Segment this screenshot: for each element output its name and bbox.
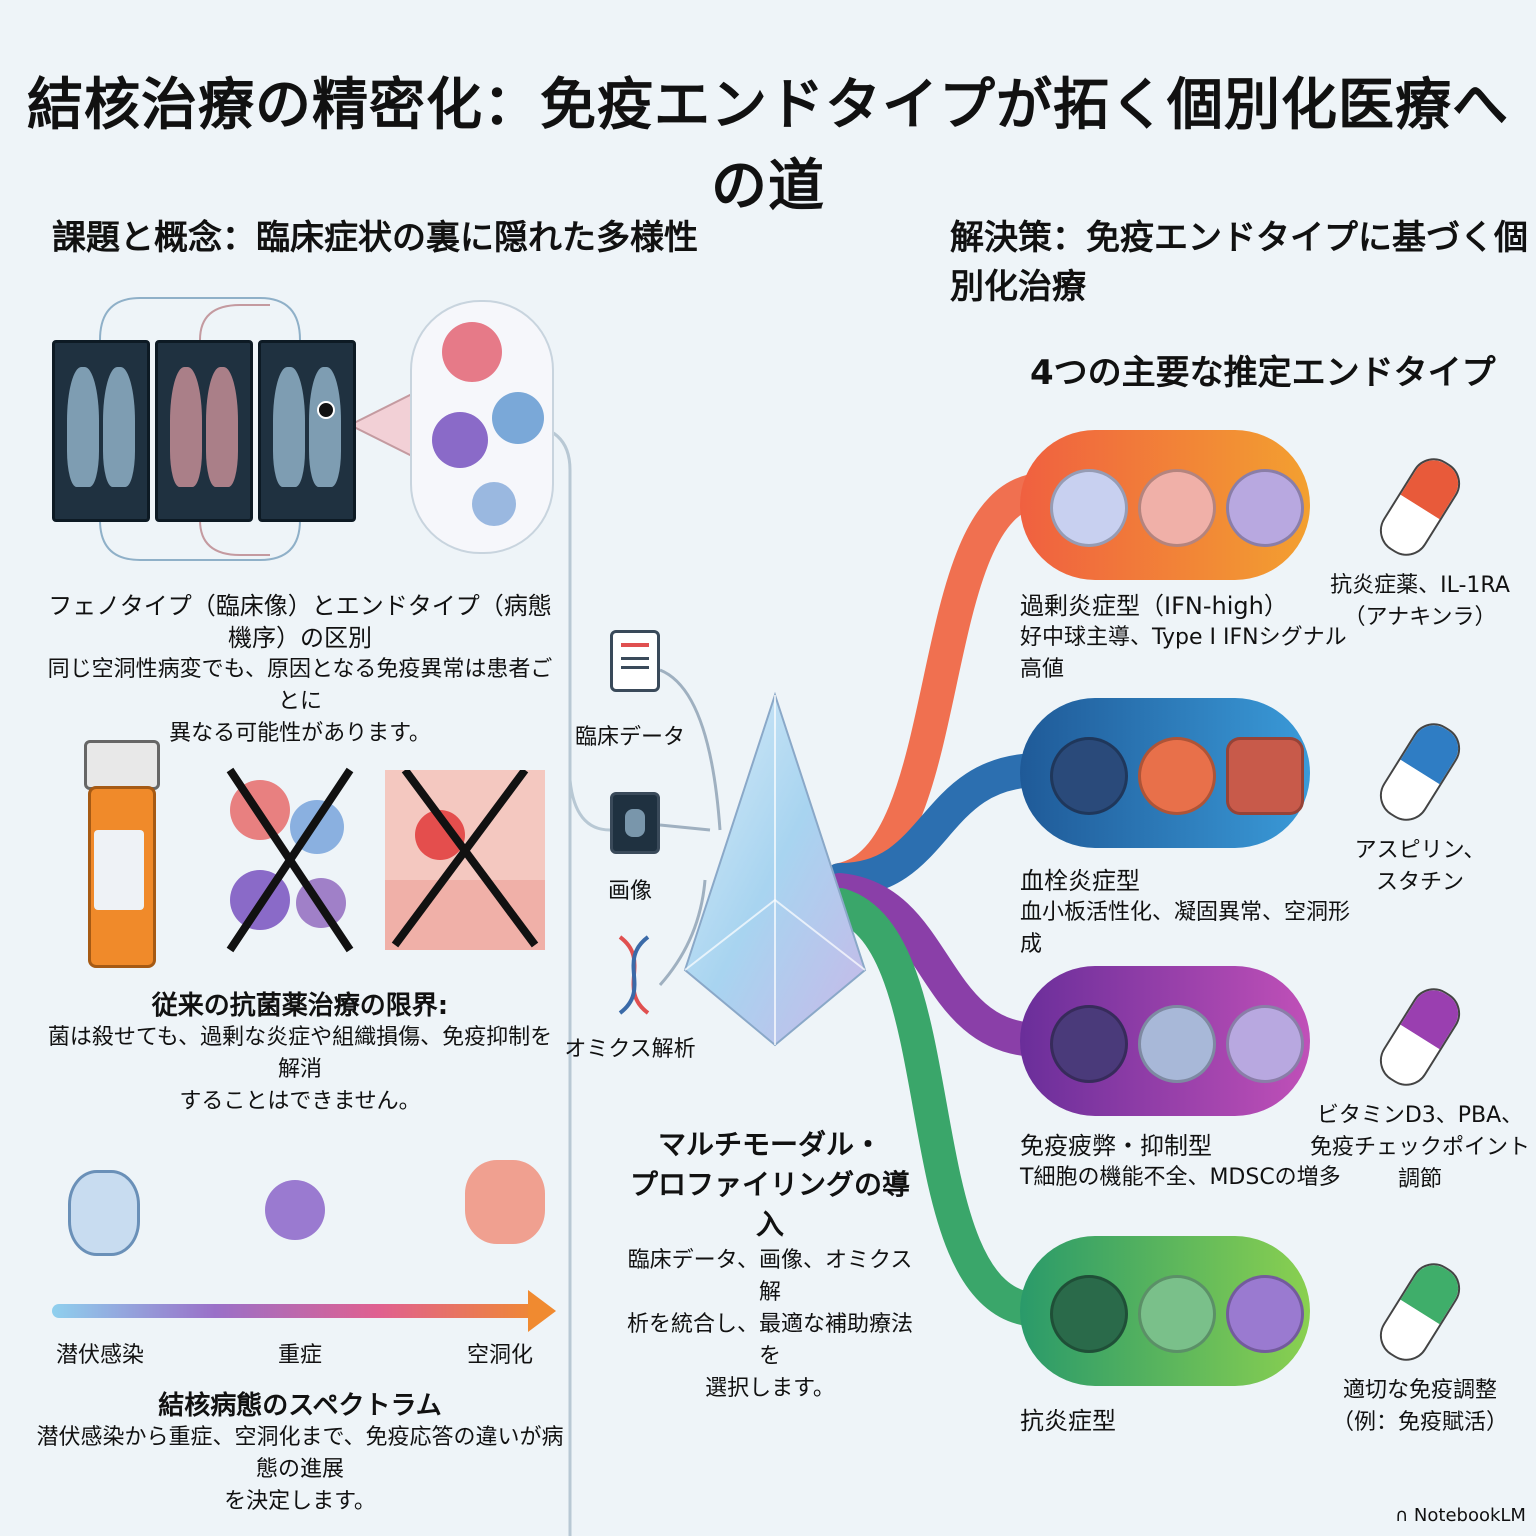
endotype-1-name: 過剰炎症型（IFN-high） xyxy=(1020,592,1288,620)
medicine-bottle-icon xyxy=(82,740,160,970)
multimodal-heading-2: プロファイリングの導入 xyxy=(629,1168,910,1241)
page-title: 結核治療の精密化：免疫エンドタイプが拓く個別化医療への道 xyxy=(27,73,1509,219)
prism-icon xyxy=(683,691,867,1047)
imaging-label: 画像 xyxy=(607,879,652,904)
drug-3-line-2: 免疫チェックポイント xyxy=(1310,1135,1531,1160)
endotype-4-text: 抗炎症型 xyxy=(1020,1405,1350,1437)
multimodal-line-3: 選択します。 xyxy=(705,1376,835,1401)
multimodal-heading-1: マルチモーダル・ xyxy=(657,1128,882,1161)
endotype-lane-anti-inflammatory xyxy=(1020,1236,1310,1386)
clinical-data-label: 臨床データ xyxy=(574,725,685,750)
drug-3-line-3: 調節 xyxy=(1397,1167,1442,1192)
drug-2-text: アスピリン、 スタチン xyxy=(1320,835,1520,899)
endotype-1-text: 過剰炎症型（IFN-high） 好中球主導、Type I IFNシグナル高値 xyxy=(1020,590,1350,686)
crossed-cells-illustration xyxy=(210,760,360,960)
right-section-header: 解決策：免疫エンドタイプに基づく個別化治療 xyxy=(950,218,1528,307)
endotype-1-desc: 好中球主導、Type I IFNシグナル高値 xyxy=(1020,625,1347,682)
drug-1-line-1: 抗炎症薬、IL-1RA xyxy=(1330,573,1510,598)
antibiotic-block: 従来の抗菌薬治療の限界: 菌は殺せても、過剰な炎症や組織損傷、免疫抑制を解消 す… xyxy=(40,985,560,1118)
imaging-icon xyxy=(610,792,660,854)
notebooklm-logo: ∩ NotebookLM xyxy=(1395,1505,1526,1526)
magnified-cells-illustration xyxy=(410,300,554,554)
multimodal-line-1: 臨床データ、画像、オミクス解 xyxy=(627,1248,913,1305)
phenotype-line-1: 同じ空洞性病変でも、原因となる免疫異常は患者ごとに xyxy=(47,657,553,714)
spectrum-line-2: を決定します。 xyxy=(224,1489,376,1514)
stage-label-cavitation: 空洞化 xyxy=(466,1343,533,1368)
stage-label-latent: 潜伏感染 xyxy=(55,1343,144,1368)
endotype-3-name: 免疫疲弊・抑制型 xyxy=(1020,1132,1212,1160)
notebooklm-logo-text: NotebookLM xyxy=(1413,1505,1526,1526)
crossed-tissue-illustration xyxy=(385,770,545,950)
severe-cell-icon xyxy=(265,1180,325,1240)
multimodal-line-2: 析を統合し、最適な補助療法を xyxy=(626,1312,913,1369)
spectrum-line-1: 潜伏感染から重症、空洞化まで、免疫応答の違いが病態の進展 xyxy=(36,1425,564,1482)
endotype-lane-immune-exhaustion xyxy=(1020,966,1310,1116)
drug-4-line-2: （例：免疫賦活） xyxy=(1331,1410,1508,1435)
xray-image-3 xyxy=(258,340,356,522)
latent-cell-icon xyxy=(68,1170,140,1256)
drug-2-line-1: アスピリン、 xyxy=(1354,838,1486,863)
endotype-3-text: 免疫疲弊・抑制型 T細胞の機能不全、MDSCの増多 xyxy=(1020,1130,1350,1194)
endotype-2-name: 血栓炎症型 xyxy=(1020,867,1140,895)
phenotype-line-2: 異なる可能性があります。 xyxy=(169,721,431,746)
clinical-data-icon xyxy=(610,630,660,692)
antibiotic-heading: 従来の抗菌薬治療の限界: xyxy=(151,991,449,1021)
drug-2-line-2: スタチン xyxy=(1375,870,1464,895)
endotype-2-desc: 血小板活性化、凝固異常、空洞形成 xyxy=(1020,900,1351,957)
drug-1-text: 抗炎症薬、IL-1RA （アナキンラ） xyxy=(1320,570,1520,634)
antibiotic-line-2: することはできません。 xyxy=(179,1089,421,1114)
drug-4-text: 適切な免疫調整 （例：免疫賦活） xyxy=(1320,1375,1520,1439)
endotype-lane-thromboinflammatory xyxy=(1020,698,1310,848)
endotypes-heading: 4つの主要な推定エンドタイプ xyxy=(1030,353,1496,393)
stage-label-severe: 重症 xyxy=(277,1343,322,1368)
omics-label: オミクス解析 xyxy=(564,1037,696,1062)
cavitation-cell-icon xyxy=(465,1160,545,1244)
endotype-2-text: 血栓炎症型 血小板活性化、凝固異常、空洞形成 xyxy=(1020,865,1350,961)
drug-1-line-2: （アナキンラ） xyxy=(1343,605,1497,630)
notebooklm-logo-icon: ∩ xyxy=(1395,1505,1414,1526)
endotype-lane-hyperinflammatory xyxy=(1020,430,1310,580)
left-section-header: 課題と概念：臨床症状の裏に隠れた多様性 xyxy=(52,218,698,258)
dna-icon xyxy=(618,935,650,1015)
phenotype-heading: フェノタイプ（臨床像）とエンドタイプ（病態機序）の区別 xyxy=(48,592,552,652)
endotype-4-name: 抗炎症型 xyxy=(1020,1407,1116,1435)
drug-3-line-1: ビタミンD3、PBA、 xyxy=(1316,1103,1524,1128)
xray-image-2 xyxy=(155,340,253,522)
phenotype-block: フェノタイプ（臨床像）とエンドタイプ（病態機序）の区別 同じ空洞性病変でも、原因… xyxy=(40,590,560,750)
endotype-3-desc: T細胞の機能不全、MDSCの増多 xyxy=(1020,1165,1341,1190)
spectrum-heading: 結核病態のスペクトラム xyxy=(158,1391,442,1421)
spectrum-arrow-head xyxy=(528,1290,556,1332)
drug-4-line-1: 適切な免疫調整 xyxy=(1342,1378,1497,1403)
multimodal-block: マルチモーダル・ プロファイリングの導入 臨床データ、画像、オミクス解 析を統合… xyxy=(620,1125,920,1405)
antibiotic-line-1: 菌は殺せても、過剰な炎症や組織損傷、免疫抑制を解消 xyxy=(47,1025,553,1082)
spectrum-block: 結核病態のスペクトラム 潜伏感染から重症、空洞化まで、免疫応答の違いが病態の進展… xyxy=(30,1385,570,1518)
spectrum-arrow xyxy=(52,1304,542,1318)
drug-3-text: ビタミンD3、PBA、 免疫チェックポイント 調節 xyxy=(1310,1100,1530,1196)
xray-image-1 xyxy=(52,340,150,522)
